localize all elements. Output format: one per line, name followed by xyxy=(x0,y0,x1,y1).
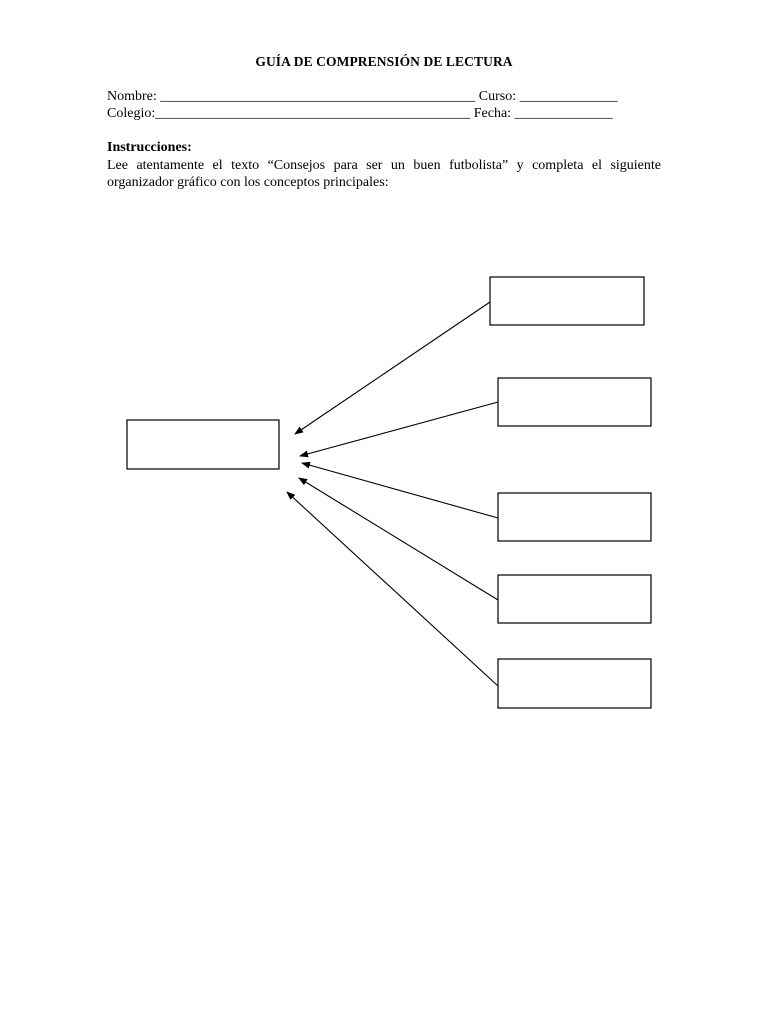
arrow-5 xyxy=(286,491,499,687)
course-blank: ______________ xyxy=(519,89,618,104)
school-date-line: Colegio:________________________________… xyxy=(107,106,613,122)
worksheet-title: GUÍA DE COMPRENSIÓN DE LECTURA xyxy=(255,54,513,69)
main-concept-box xyxy=(126,419,280,470)
instructions-heading: Instrucciones: xyxy=(107,140,192,155)
concept-box-3 xyxy=(497,492,652,542)
instructions-text: Lee atentamente el texto “Consejos para … xyxy=(107,158,661,190)
arrow-4 xyxy=(298,477,499,601)
concept-box-4 xyxy=(497,574,652,624)
date-blank: ______________ xyxy=(514,106,613,121)
course-label: Curso: xyxy=(475,89,520,104)
concept-box-2 xyxy=(497,377,652,427)
concept-box-5 xyxy=(497,658,652,709)
school-label: Colegio: xyxy=(107,106,156,121)
name-blank: ________________________________________… xyxy=(160,89,476,104)
arrow-3 xyxy=(301,461,499,519)
school-blank: ________________________________________… xyxy=(155,106,471,121)
date-label: Fecha: xyxy=(470,106,515,121)
name-label: Nombre: xyxy=(107,89,161,104)
name-course-line: Nombre: ________________________________… xyxy=(107,89,618,105)
concept-box-1 xyxy=(489,276,645,326)
arrow-1 xyxy=(294,301,491,435)
arrow-2 xyxy=(299,401,499,458)
